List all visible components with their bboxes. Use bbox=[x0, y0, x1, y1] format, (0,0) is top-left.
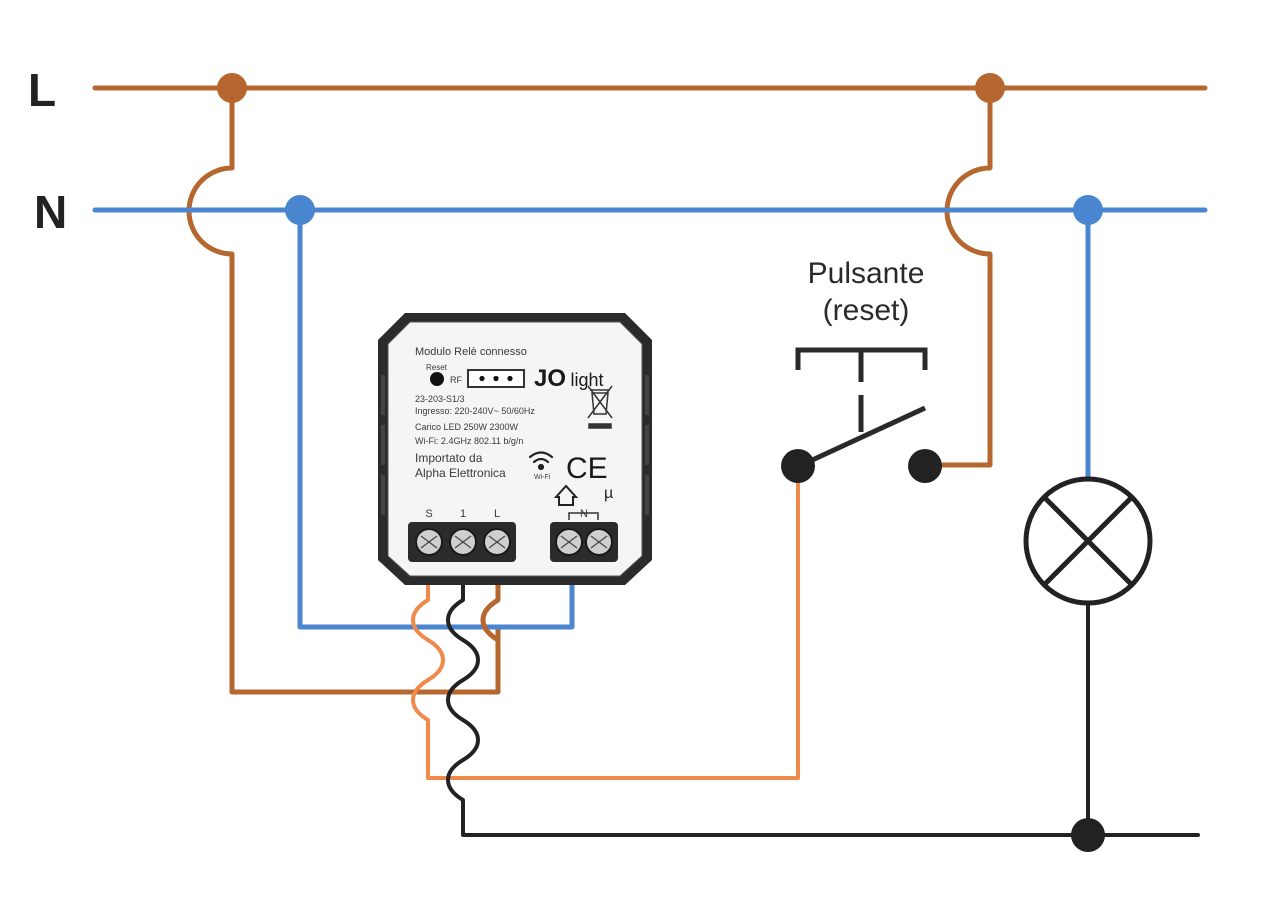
module-rf-label: RF bbox=[450, 375, 462, 385]
home-icon bbox=[553, 484, 579, 506]
terminal-n-bracket bbox=[568, 512, 599, 520]
pushbutton-label-line1: Pulsante bbox=[808, 257, 925, 290]
live-label: L bbox=[28, 64, 56, 116]
live-branch-left-wire bbox=[186, 85, 501, 695]
terminal-n-label: N bbox=[580, 508, 588, 520]
module-brand-bold: JO bbox=[534, 365, 566, 392]
wires bbox=[92, 85, 1208, 837]
terminal-1-label: 1 bbox=[460, 508, 466, 520]
junctions bbox=[217, 73, 1105, 852]
pushbutton: Pulsante (reset) bbox=[781, 257, 942, 483]
module-brand-light: light bbox=[570, 370, 603, 390]
load-output-wire bbox=[446, 583, 1200, 837]
neutral-junction-left bbox=[285, 195, 315, 225]
pushbutton-actuator bbox=[795, 347, 928, 382]
terminal-screw-slots bbox=[420, 535, 608, 549]
live-junction-left bbox=[217, 73, 247, 103]
module-rf-pins bbox=[479, 375, 513, 382]
live-junction-right bbox=[975, 73, 1005, 103]
module-reset-button bbox=[430, 372, 444, 386]
module-model: 23-203-S1/3 bbox=[415, 394, 465, 404]
module-spec-load: Carico LED 250W 2300W bbox=[415, 422, 519, 432]
pushbutton-contact-left bbox=[781, 449, 815, 483]
module-importer-line2: Alpha Elettronica bbox=[415, 466, 506, 480]
wifi-icon bbox=[528, 451, 554, 471]
module-title: Modulo Relè connesso bbox=[415, 346, 527, 358]
weee-bin-icon bbox=[587, 385, 613, 429]
module-spec-input: Ingresso: 220-240V~ 50/60Hz bbox=[415, 406, 535, 416]
pushbutton-contact-right bbox=[908, 449, 942, 483]
module-wifi-label: Wi-Fi bbox=[534, 474, 551, 481]
module-importer-line1: Importato da bbox=[415, 451, 483, 465]
module-side-ribs bbox=[381, 375, 649, 515]
live-branch-right-wire bbox=[927, 85, 993, 468]
pushbutton-label-line2: (reset) bbox=[823, 294, 910, 327]
ce-mark-icon: CE bbox=[566, 452, 608, 485]
module-live-lead-wire bbox=[480, 582, 501, 643]
neutral-branch-left-wire bbox=[297, 207, 575, 630]
load-junction bbox=[1071, 818, 1105, 852]
relay-module: Modulo Relè connesso Reset RF JO light 2… bbox=[378, 313, 652, 585]
module-mu-mark: µ bbox=[604, 485, 613, 502]
lamp-cross-b bbox=[1043, 496, 1133, 586]
neutral-junction-right bbox=[1073, 195, 1103, 225]
switched-input-wire bbox=[411, 466, 800, 780]
terminal-l-label: L bbox=[494, 508, 500, 520]
module-reset-label: Reset bbox=[426, 363, 448, 372]
terminal-s-label: S bbox=[425, 508, 432, 520]
pushbutton-lever bbox=[806, 405, 927, 465]
module-brand: JO light bbox=[534, 365, 604, 392]
neutral-label: N bbox=[34, 186, 67, 238]
module-spec-wifi: Wi-Fi: 2.4GHz 802.11 b/g/n bbox=[415, 436, 523, 446]
lamp-icon bbox=[1023, 476, 1153, 606]
